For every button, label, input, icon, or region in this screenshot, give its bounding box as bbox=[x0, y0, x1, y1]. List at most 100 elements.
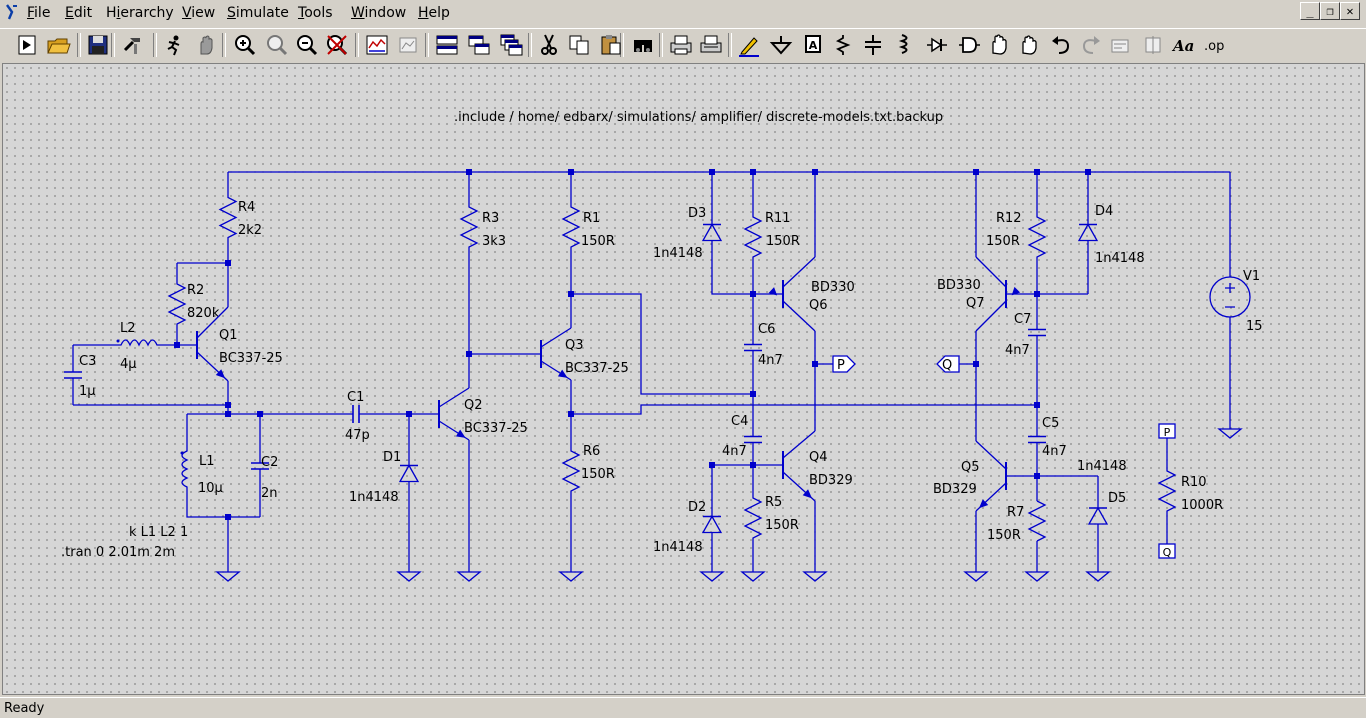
schematic-canvas[interactable]: .include / home/ edbarx/ simulations/ am… bbox=[2, 63, 1365, 695]
resistor-symbol bbox=[561, 441, 581, 501]
emitter-arrow bbox=[1011, 286, 1021, 296]
ground-symbol bbox=[1024, 571, 1050, 582]
resistor-symbol bbox=[218, 172, 238, 263]
drag-icon[interactable] bbox=[1016, 32, 1042, 58]
toolbar-separator bbox=[728, 33, 732, 57]
menu-help[interactable]: Help bbox=[418, 5, 450, 21]
zoom-fit-icon[interactable] bbox=[324, 32, 350, 58]
resistor-symbol bbox=[1027, 500, 1047, 542]
draw-wire-icon[interactable] bbox=[736, 32, 762, 58]
move-icon[interactable] bbox=[986, 32, 1012, 58]
menu-file[interactable]: File bbox=[27, 5, 51, 21]
value-c5: 4n7 bbox=[1042, 444, 1067, 459]
inductor-symbol bbox=[181, 443, 189, 495]
redo-icon[interactable] bbox=[1078, 32, 1104, 58]
ground-symbol bbox=[699, 571, 725, 582]
cut-icon[interactable] bbox=[536, 32, 562, 58]
toolbar-separator bbox=[425, 33, 429, 57]
label-c2: C2 bbox=[261, 455, 278, 470]
resistor-symbol bbox=[459, 197, 479, 257]
wire bbox=[571, 404, 1037, 415]
minimize-button[interactable]: _ bbox=[1300, 2, 1320, 20]
wire bbox=[782, 430, 816, 459]
cascade-icon[interactable] bbox=[498, 32, 524, 58]
mirror-icon[interactable] bbox=[1140, 32, 1166, 58]
wire bbox=[540, 327, 572, 348]
restore-button[interactable]: ❐ bbox=[1320, 2, 1340, 20]
net-label-q bbox=[936, 355, 960, 373]
label-net-icon[interactable]: A bbox=[800, 32, 826, 58]
dot-marker bbox=[180, 451, 184, 455]
label-c7: C7 bbox=[1014, 312, 1031, 327]
zoom-in-icon[interactable] bbox=[232, 32, 258, 58]
close-button[interactable]: ✕ bbox=[1340, 2, 1360, 20]
menu-edit[interactable]: Edit bbox=[65, 5, 93, 21]
net-label-q2-label: Q bbox=[1163, 546, 1172, 559]
autorange-icon[interactable] bbox=[396, 32, 422, 58]
zoom-out-icon[interactable] bbox=[294, 32, 320, 58]
label-r4: R4 bbox=[238, 200, 255, 215]
label-q3: Q3 bbox=[565, 338, 584, 353]
spice-directive-icon[interactable]: .op bbox=[1202, 32, 1228, 58]
ground-symbol bbox=[558, 571, 584, 582]
toolbar-separator bbox=[77, 33, 81, 57]
paste-icon[interactable] bbox=[598, 32, 624, 58]
inductor-icon[interactable] bbox=[892, 32, 918, 58]
undo-icon[interactable] bbox=[1048, 32, 1074, 58]
label-r2: R2 bbox=[187, 283, 204, 298]
label-d2: D2 bbox=[688, 500, 706, 515]
copy-icon[interactable] bbox=[566, 32, 592, 58]
menu-simulate[interactable]: Simulate bbox=[227, 5, 289, 21]
menu-view[interactable]: View bbox=[182, 5, 216, 21]
label-r10: R10 bbox=[1181, 475, 1207, 490]
menu-window[interactable]: Window bbox=[351, 5, 407, 21]
text-icon[interactable]: Aa bbox=[1170, 32, 1196, 58]
print-preview-icon[interactable] bbox=[698, 32, 724, 58]
wire bbox=[782, 256, 816, 288]
wire bbox=[975, 440, 1007, 470]
value-d1: 1n4148 bbox=[349, 490, 399, 505]
diode-symbol bbox=[1077, 223, 1099, 242]
value-r11: 150R bbox=[766, 234, 800, 249]
value-l2: 4µ bbox=[120, 357, 137, 372]
label-r1: R1 bbox=[583, 211, 600, 226]
print-icon[interactable] bbox=[668, 32, 694, 58]
menu-tools[interactable]: Tools bbox=[298, 5, 333, 21]
rotate-icon[interactable] bbox=[1108, 32, 1134, 58]
ltspice-app-icon[interactable] bbox=[4, 3, 20, 21]
net-label-p2-label: P bbox=[1164, 426, 1171, 439]
value-r6: 150R bbox=[581, 467, 615, 482]
diode-symbol bbox=[701, 515, 723, 534]
value-q2: BC337-25 bbox=[464, 421, 528, 436]
run-icon[interactable] bbox=[14, 32, 40, 58]
label-q4: Q4 bbox=[809, 450, 828, 465]
value-r12: 150R bbox=[986, 234, 1020, 249]
find-icon[interactable] bbox=[630, 32, 656, 58]
value-q3: BC337-25 bbox=[565, 361, 629, 376]
schematic-drawing: .include / home/ edbarx/ simulations/ am… bbox=[61, 110, 1263, 582]
capacitor-icon[interactable] bbox=[860, 32, 886, 58]
resistor-icon[interactable] bbox=[830, 32, 856, 58]
run-pause-icon[interactable] bbox=[161, 32, 187, 58]
junction-dot bbox=[750, 291, 756, 297]
tile-vertical-icon[interactable] bbox=[466, 32, 492, 58]
svg-text:A: A bbox=[809, 39, 818, 52]
capacitor-symbol bbox=[352, 405, 360, 423]
halt-icon[interactable] bbox=[193, 32, 219, 58]
label-q7: Q7 bbox=[966, 296, 985, 311]
emitter-arrow bbox=[768, 287, 778, 296]
toolbar-separator bbox=[222, 33, 226, 57]
toolbar: A Aa.op bbox=[0, 28, 1366, 61]
waveform-icon[interactable] bbox=[364, 32, 390, 58]
toolbar-separator bbox=[659, 33, 663, 57]
menu-hierarchy[interactable]: Hierarchy bbox=[106, 5, 174, 21]
control-panel-icon[interactable] bbox=[120, 32, 146, 58]
tile-horizontal-icon[interactable] bbox=[434, 32, 460, 58]
save-icon[interactable] bbox=[85, 32, 111, 58]
zoom-area-icon[interactable] bbox=[264, 32, 290, 58]
component-icon[interactable] bbox=[956, 32, 982, 58]
ground-icon[interactable] bbox=[768, 32, 794, 58]
diode-icon[interactable] bbox=[924, 32, 950, 58]
open-icon[interactable] bbox=[45, 32, 71, 58]
coupling-directive: k L1 L2 1 bbox=[129, 525, 188, 540]
